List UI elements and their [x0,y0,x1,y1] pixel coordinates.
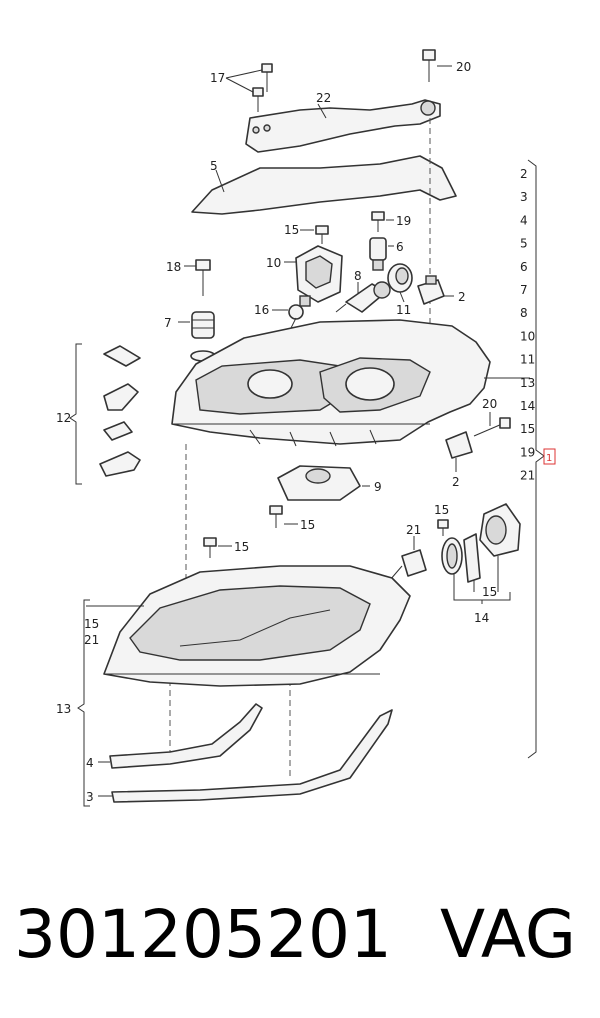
callout-3: 3 [86,790,94,804]
callout-18: 18 [166,260,181,274]
right-list-item: 21 [520,469,535,483]
callout-5: 5 [210,159,218,173]
ring-14 [441,537,463,575]
callout-2-b: 2 [452,475,460,489]
callout-4: 4 [86,756,94,770]
callout-15-c: 15 [234,540,249,554]
right-list-item: 3 [520,190,528,204]
bracket-2-mid [445,431,473,459]
callout-8: 8 [354,269,362,283]
callout-15-d: 15 [434,503,449,517]
clip-12-a [103,345,141,367]
trim-strip-4 [109,703,263,769]
screw-19 [371,211,385,232]
right-list-item: 15 [520,422,535,436]
callout-11: 11 [396,303,411,317]
callout-15-a: 15 [284,223,299,237]
callout-21-e: 21 [84,633,99,647]
right-list-item: 11 [520,353,535,367]
right-list-item: 10 [520,329,535,343]
callout-15-b: 15 [300,518,315,532]
exploded-parts-diagram: 17 20 22 5 15 19 6 18 [56,49,556,807]
pin-16 [288,295,311,331]
callout-14: 14 [474,611,489,625]
connector-21 [389,549,427,581]
callout-6: 6 [396,240,404,254]
callout-10: 10 [266,256,281,270]
right-parts-list: 2 3 4 5 6 7 8 10 11 13 14 15 19 21 [520,167,535,483]
callout-13: 13 [56,702,71,716]
callout-20-mid: 20 [482,397,497,411]
right-list-item: 2 [520,167,528,181]
callout-12: 12 [56,411,71,425]
screw-20-top [422,49,436,82]
cap-11 [387,263,413,293]
housing-15-e [479,503,521,557]
right-list-item: 5 [520,237,528,251]
screw-17-b [252,87,264,112]
callout-16: 16 [254,303,269,317]
screw-15-c [203,537,217,558]
screw-17-a [261,63,273,92]
clip-12-d [99,451,141,477]
socket-6 [369,237,387,271]
clip-12-b [103,383,139,411]
callout-17: 17 [210,71,225,85]
grommet-7 [190,311,216,362]
screw-15-d [437,519,449,536]
right-list-item: 13 [520,376,535,390]
screw-15-b [269,505,283,528]
bulb-8 [335,281,391,313]
screw-15-a [315,225,329,244]
callout-22: 22 [316,91,331,105]
right-list-item: 6 [520,260,528,274]
bracket-22 [245,99,441,153]
callout-21-mid: 21 [406,523,421,537]
callout-2-a: 2 [458,290,466,304]
right-list-item: 8 [520,306,528,320]
bracket-2-top [417,275,445,305]
right-list-item: 7 [520,283,528,297]
callout-19: 19 [396,214,411,228]
callout-7: 7 [164,316,172,330]
screw-18 [195,259,211,296]
screw-20-mid [473,417,511,437]
callout-15-e: 15 [482,585,497,599]
trim-strip-3 [111,709,393,803]
right-list-marker: 1 [546,453,552,464]
callout-20-top: 20 [456,60,471,74]
right-list-item: 4 [520,213,528,227]
footer: 301205201 VAG [0,890,600,980]
part-number: 301205201 [14,896,392,973]
callout-9: 9 [374,480,382,494]
right-list-item: 19 [520,445,535,459]
clip-12-c [103,421,133,441]
brand-name: VAG [440,896,577,973]
trim-strip-5 [191,155,457,215]
ring-14-b [463,533,481,583]
callout-15-f: 15 [84,617,99,631]
right-list-item: 14 [520,399,535,413]
